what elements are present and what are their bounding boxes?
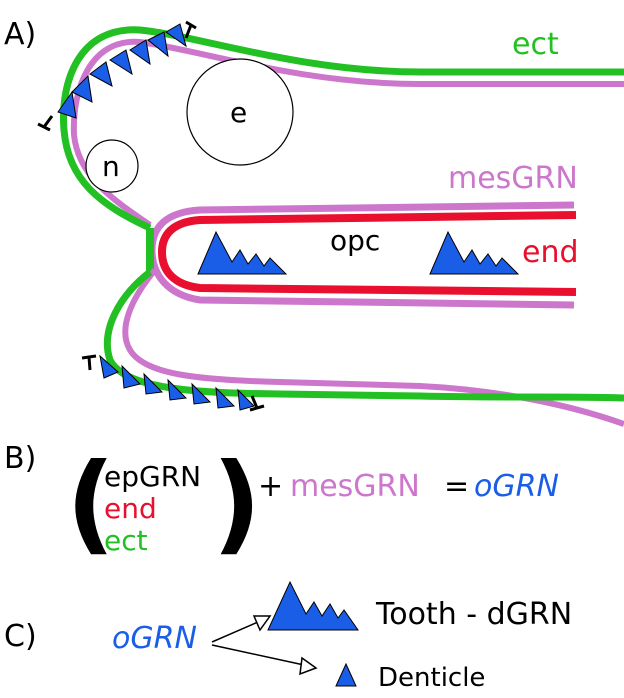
denticle-icon — [147, 31, 169, 58]
denticle-icon-c — [335, 662, 357, 687]
panel-a-label: A) — [4, 17, 36, 52]
eq-mesgrn: mesGRN — [290, 469, 420, 504]
denticle-icon — [167, 378, 188, 401]
denticle-row-lower-end-tick — [249, 395, 265, 412]
denticle-row-upper-end-tick — [184, 20, 197, 39]
denticle-icon — [129, 39, 151, 66]
e-label: e — [230, 96, 247, 129]
eq-equals: = — [444, 469, 469, 504]
eq-stack-epgrn: epGRN — [104, 460, 201, 493]
end-label: end — [522, 235, 579, 270]
panel-c-label: C) — [4, 619, 37, 654]
denticle-row-upper — [57, 23, 187, 119]
arrow-to-tooth — [211, 621, 259, 643]
denticle-icon — [215, 386, 236, 409]
n-cell — [85, 139, 139, 193]
arrow-to-denticle — [211, 644, 305, 666]
panel-b-label: B) — [4, 441, 36, 476]
denticle-icon — [57, 90, 77, 119]
end-tube-line — [157, 211, 577, 296]
tooth-icon-c — [267, 580, 359, 631]
denticle-icon — [143, 372, 164, 395]
denticle-row-upper-start-tick — [37, 115, 54, 132]
c-denticle-label: Denticle — [378, 663, 485, 693]
denticle-icon — [71, 74, 93, 103]
c-ogrn: oGRN — [112, 621, 197, 656]
eq-stack-ect: ect — [104, 524, 148, 557]
ect-label: ect — [512, 27, 559, 62]
n-label: n — [102, 150, 120, 183]
eq-ogrn: oGRN — [474, 469, 559, 504]
arrow-to-tooth-head — [252, 615, 272, 632]
opc-label: opc — [330, 224, 380, 257]
c-tooth-label: Tooth - dGRN — [375, 597, 572, 632]
tooth-icon-right — [429, 230, 520, 275]
mesgrn-label: mesGRN — [448, 161, 578, 196]
denticle-icon — [237, 388, 255, 411]
eq-stack-end: end — [104, 492, 157, 525]
e-cell — [186, 58, 294, 166]
denticle-icon — [109, 49, 133, 76]
denticle-icon — [99, 354, 119, 379]
right-paren: ) — [212, 441, 261, 566]
denticle-icon — [165, 23, 187, 48]
ect-lower-line — [103, 269, 624, 402]
arrow-to-denticle-head — [299, 656, 318, 676]
eq-plus: + — [258, 469, 283, 504]
denticle-icon — [121, 364, 141, 389]
tooth-icon-left — [197, 230, 288, 275]
left-paren: ( — [66, 441, 115, 566]
mes-lower-line — [122, 268, 624, 427]
denticle-row-lower-start-tick — [81, 354, 97, 371]
denticle-row-lower — [99, 354, 255, 411]
ect-outer-line — [60, 26, 624, 232]
denticle-icon — [191, 382, 212, 405]
denticle-icon — [89, 61, 113, 87]
